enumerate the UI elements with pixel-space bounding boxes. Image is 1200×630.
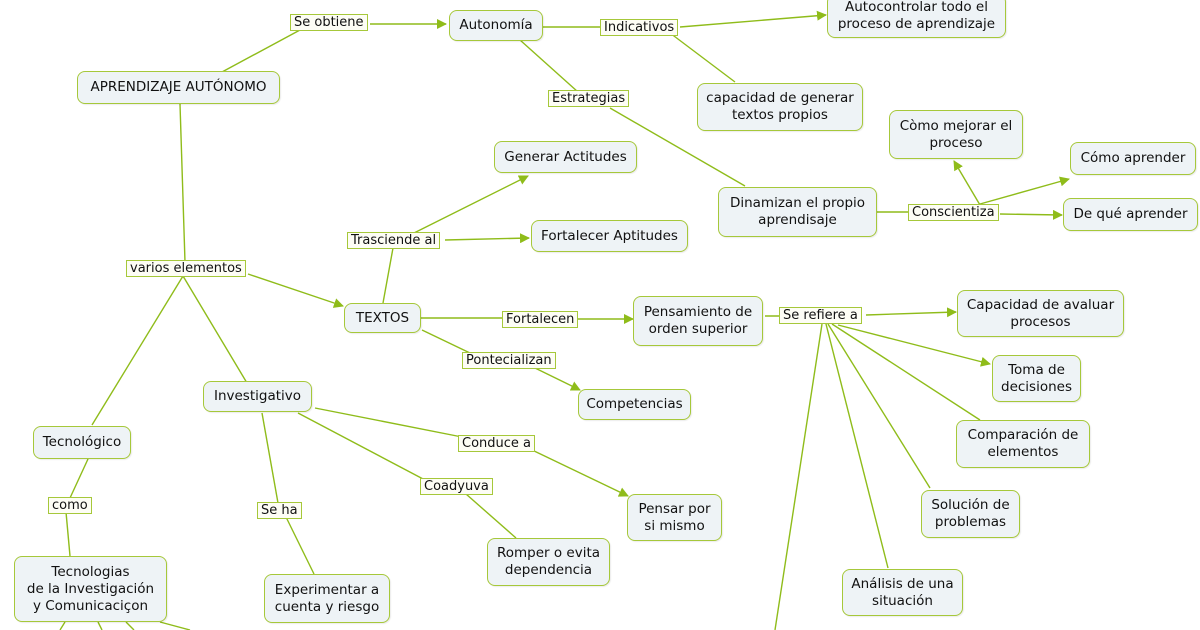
edge-arrow bbox=[953, 160, 981, 206]
node-pensamiento[interactable]: Pensamiento de orden superior bbox=[633, 296, 763, 346]
node-solucion[interactable]: Solución de problemas bbox=[921, 490, 1020, 538]
label-fortalecen: Fortalecen bbox=[502, 311, 579, 328]
label-coadyuva: Coadyuva bbox=[420, 478, 493, 495]
edge-line bbox=[519, 39, 579, 93]
node-como-mejorar[interactable]: Còmo mejorar el proceso bbox=[889, 110, 1023, 159]
node-autonomia[interactable]: Autonomía bbox=[449, 10, 543, 41]
node-capacidad-textos[interactable]: capacidad de generar textos propios bbox=[697, 83, 863, 131]
edge-line bbox=[159, 621, 191, 630]
label-pontecializan: Pontecializan bbox=[462, 352, 556, 369]
edge-line bbox=[774, 323, 823, 630]
node-como-aprender[interactable]: Cómo aprender bbox=[1070, 142, 1196, 175]
edge-line bbox=[382, 247, 394, 304]
edge-line bbox=[825, 323, 889, 569]
edge-line bbox=[125, 621, 135, 630]
edge-arrow bbox=[865, 307, 957, 318]
edge-line bbox=[221, 29, 301, 73]
label-se-obtiene: Se obtiene bbox=[290, 14, 368, 31]
edge-arrow bbox=[679, 10, 827, 28]
node-generar-actitudes[interactable]: Generar Actitudes bbox=[494, 141, 637, 173]
edge-arrow bbox=[534, 367, 581, 391]
node-comparacion[interactable]: Comparación de elementos bbox=[956, 420, 1090, 468]
label-conscientiza: Conscientiza bbox=[908, 204, 999, 221]
edge-line bbox=[831, 323, 981, 421]
edge-arrow bbox=[529, 448, 629, 497]
label-estrategias: Estrategias bbox=[548, 90, 630, 107]
edge-line bbox=[182, 275, 248, 384]
node-tecnologias[interactable]: Tecnologias de la Investigación y Comuni… bbox=[14, 556, 167, 622]
label-indicativos: Indicativos bbox=[600, 19, 679, 36]
edge-arrow bbox=[409, 175, 529, 236]
label-trasciende: Trasciende al bbox=[347, 232, 441, 249]
edge-line bbox=[297, 412, 426, 481]
label-se-ha: Se ha bbox=[257, 502, 302, 519]
edge-line bbox=[421, 329, 471, 354]
node-romper[interactable]: Romper o evita dependencia bbox=[487, 538, 610, 586]
edge-line bbox=[91, 275, 184, 426]
node-textos[interactable]: TEXTOS bbox=[344, 303, 421, 333]
edge-line bbox=[261, 412, 279, 504]
node-toma-decisiones[interactable]: Toma de decisiones bbox=[992, 355, 1081, 402]
node-aprendizaje-autonomo[interactable]: APRENDIZAJE AUTÓNOMO bbox=[77, 71, 280, 104]
edge-line bbox=[827, 323, 931, 489]
edge-line bbox=[609, 107, 746, 187]
label-conduce: Conduce a bbox=[458, 435, 536, 452]
edge-arrow bbox=[979, 176, 1070, 205]
edge-line bbox=[65, 511, 71, 557]
node-fortalecer-aptitudes[interactable]: Fortalecer Aptitudes bbox=[531, 220, 688, 252]
node-analisis[interactable]: Análisis de una situación bbox=[842, 569, 963, 616]
node-competencias[interactable]: Competencias bbox=[578, 389, 691, 420]
edge-line bbox=[669, 32, 736, 83]
edge-arrow bbox=[837, 324, 991, 367]
edge-line bbox=[179, 103, 186, 263]
label-como: como bbox=[48, 497, 92, 514]
node-investigativo[interactable]: Investigativo bbox=[203, 381, 312, 412]
node-tecnologico[interactable]: Tecnológico bbox=[33, 426, 131, 459]
label-se-refiere: Se refiere a bbox=[779, 307, 862, 324]
node-pensar[interactable]: Pensar por si mismo bbox=[627, 494, 722, 541]
edge-line bbox=[69, 458, 89, 499]
edge-line bbox=[59, 621, 66, 630]
edge-line bbox=[314, 407, 463, 438]
edge-line bbox=[285, 516, 315, 575]
label-varios-elementos: varios elementos bbox=[126, 260, 246, 277]
node-experimentar[interactable]: Experimentar a cuenta y riesgo bbox=[264, 574, 390, 623]
edge-arrow bbox=[999, 209, 1063, 220]
node-de-que-aprender[interactable]: De qué aprender bbox=[1063, 198, 1198, 231]
node-autocontrolar[interactable]: Autocontrolar todo el proceso de aprendi… bbox=[827, 0, 1006, 38]
node-dinamizan[interactable]: Dinamizan el propio aprendisaje bbox=[718, 187, 877, 237]
edge-arrow bbox=[247, 273, 344, 308]
edge-line bbox=[97, 621, 103, 630]
edge-line bbox=[465, 493, 517, 539]
node-capacidad-evaluar[interactable]: Capacidad de avaluar procesos bbox=[957, 290, 1124, 337]
edge-arrow bbox=[444, 233, 530, 244]
